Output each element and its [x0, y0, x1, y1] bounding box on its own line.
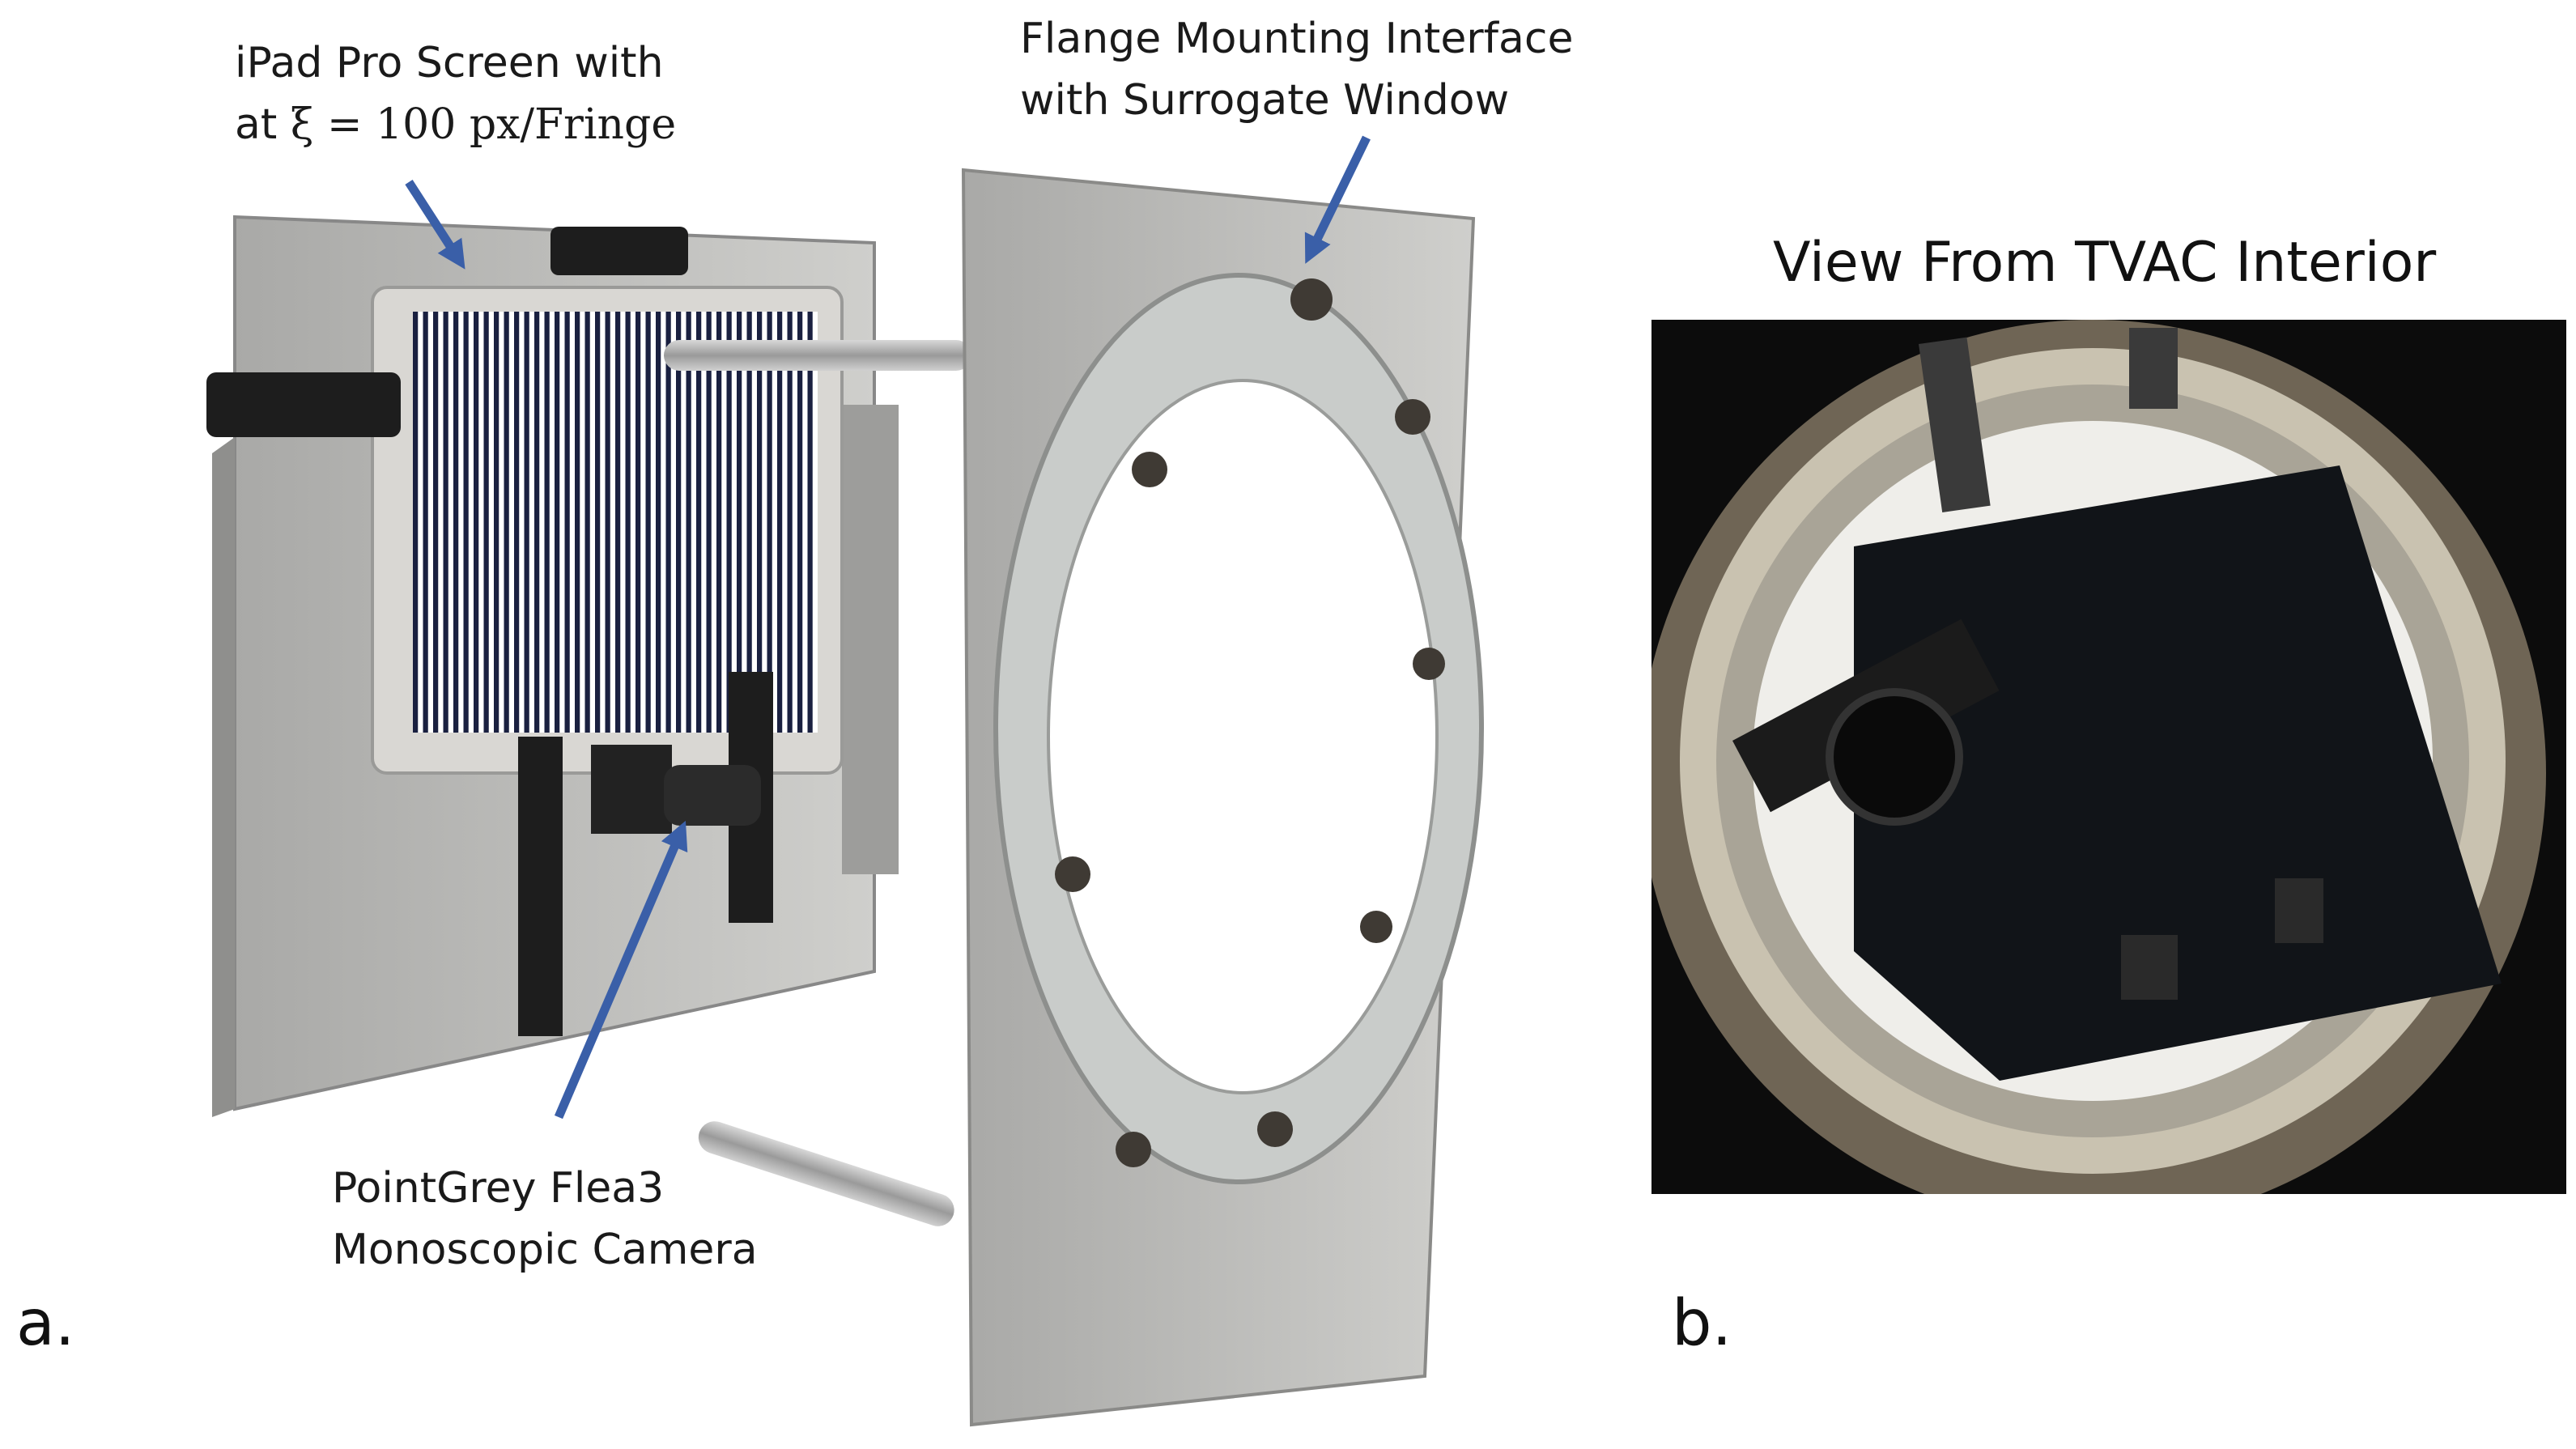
callout-camera-line2: Monoscopic Camera [332, 1226, 758, 1274]
fringe-stripe [665, 312, 671, 733]
fringe-stripe [494, 312, 499, 733]
fringe-stripe [807, 312, 813, 733]
fringe-stripe [726, 312, 732, 733]
fringe-stripe [524, 312, 529, 733]
fringe-stripe [534, 312, 540, 733]
fringe-stripe [757, 312, 763, 733]
arrow-ipad [405, 180, 465, 270]
fringe-stripe [453, 312, 459, 733]
fringe-stripe [433, 312, 439, 733]
fringe-stripe [564, 312, 570, 733]
fringe-stripe [423, 312, 428, 733]
fringe-stripe [656, 312, 661, 733]
fringe-stripe [737, 312, 742, 733]
fringe-stripe [696, 312, 702, 733]
fringe-stripe [463, 312, 469, 733]
fringe-stripe [483, 312, 489, 733]
fringe-stripe [514, 312, 520, 733]
fringe-stripe [605, 312, 610, 733]
fringe-stripe [686, 312, 691, 733]
callout-camera-line1: PointGrey Flea3 [332, 1164, 665, 1213]
fringe-stripe [544, 312, 550, 733]
fringe-stripe [443, 312, 448, 733]
panel-label-b: b. [1672, 1287, 1732, 1360]
callout-ipad-prefix: at [235, 100, 291, 149]
fringe-stripe [777, 312, 783, 733]
fringe-stripe [746, 312, 752, 733]
photo-tvac-interior [1651, 320, 2566, 1194]
camera-lens [664, 765, 761, 826]
fringe-stripe [635, 312, 641, 733]
callout-ipad-math: ξ = 100 px/Fringe [290, 100, 677, 149]
camera-lens-b [1826, 688, 1963, 826]
fringe-stripe [645, 312, 651, 733]
arrow-flange [1304, 135, 1371, 264]
photo-test-rig [206, 168, 1484, 1427]
arrow-camera [554, 820, 688, 1120]
callout-ipad-line2: at ξ = 100 px/Fringe [235, 94, 676, 155]
fringe-stripe [474, 312, 479, 733]
fringe-stripe [716, 312, 722, 733]
fringe-stripe [625, 312, 631, 733]
fringe-stripe [615, 312, 621, 733]
fringe-stripe [767, 312, 772, 733]
fringe-stripe [555, 312, 560, 733]
fringe-stripe [595, 312, 601, 733]
panel-label-a: a. [16, 1287, 75, 1360]
surrogate-window [1047, 379, 1439, 1094]
fringe-stripe [797, 312, 803, 733]
callout-flange: Flange Mounting Interface with Surrogate… [1020, 8, 1573, 131]
callout-camera: PointGrey Flea3 Monoscopic Camera [332, 1158, 758, 1281]
fringe-stripe [706, 312, 712, 733]
callout-ipad: iPad Pro Screen with at ξ = 100 px/Fring… [235, 32, 676, 155]
fringe-stripe [787, 312, 793, 733]
callout-flange-line2: with Surrogate Window [1020, 76, 1510, 125]
fringe-stripe [575, 312, 580, 733]
camera-body [591, 745, 672, 834]
fringe-stripe [676, 312, 682, 733]
callout-ipad-line1: iPad Pro Screen with [235, 39, 664, 87]
callout-flange-line1: Flange Mounting Interface [1020, 15, 1574, 63]
panel-b-title: View From TVAC Interior [1773, 231, 2437, 295]
fringe-stripe [413, 312, 419, 733]
fringe-stripe [584, 312, 590, 733]
fringe-stripe [504, 312, 509, 733]
screen-back [1854, 465, 2502, 1081]
